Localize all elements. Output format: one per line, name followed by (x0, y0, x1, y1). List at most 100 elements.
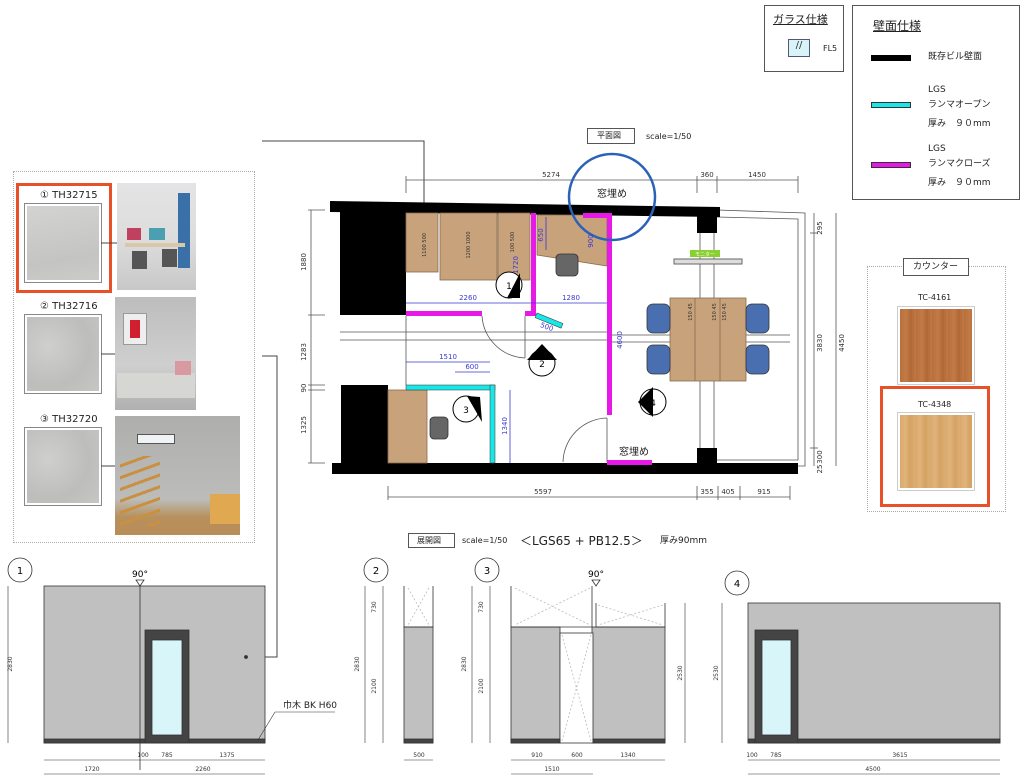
marker-2[interactable]: 2 (539, 360, 545, 370)
dimension-label: 600 (571, 752, 583, 759)
dimension-label: 360 (700, 171, 713, 179)
chairs (429, 253, 770, 440)
elevation-thickness: 厚み90mm (660, 536, 707, 546)
dimension-label: 1510 (439, 353, 457, 361)
dimension-label: 4600 (616, 331, 624, 349)
swatch-label: ③ TH32720 (40, 414, 98, 425)
marker-1[interactable]: 1 (506, 282, 512, 292)
wall-spec-title: 壁面仕様 (873, 19, 922, 33)
dimension-label: 1880 (300, 253, 308, 271)
existing-wall-swatch (871, 55, 911, 61)
section-markers (452, 271, 667, 423)
angle-label-1: 90° (132, 570, 148, 580)
dimension-label: 1283 (300, 343, 308, 361)
dimension-label: 2100 (371, 678, 378, 693)
lgs-close-walls (406, 213, 652, 465)
plan-dimensions: 5274 360 1450 5597 355 405 915 1880 1283… (300, 171, 846, 496)
plan-scale: scale=1/50 (646, 132, 692, 141)
lgs-open-thickness: 厚み ９０mm (928, 119, 991, 129)
living-room-photo (115, 297, 196, 410)
elevation-4-marker: 4 (734, 579, 740, 590)
concrete-swatch-1[interactable] (24, 203, 102, 283)
plan-title: 平面図 (597, 131, 621, 140)
dimension-label: 2830 (461, 656, 468, 671)
elevation-3-marker: 3 (484, 566, 490, 577)
dimension-label: 1200 1000 (466, 231, 472, 258)
lgs-close-label-1: LGS (928, 144, 946, 154)
glass-spec-legend: ガラス仕様 // FL5 (764, 5, 844, 72)
monitor-stand (673, 258, 743, 265)
concrete-swatch-2[interactable] (24, 314, 102, 394)
lgs-close-thickness: 厚み ９０mm (928, 178, 991, 188)
elevation-4 (721, 602, 1001, 775)
existing-wall-label: 既存ビル壁面 (928, 52, 983, 62)
wood-swatch-tc4161[interactable] (897, 306, 975, 385)
counter-title: カウンター (913, 262, 959, 272)
existing-walls (330, 201, 798, 474)
floor-plan (308, 176, 837, 500)
dimension-label: 1375 (219, 752, 234, 759)
dimension-label: 90 (300, 384, 308, 393)
elevation-spec: ＜LGS65 + PB12.5＞ (520, 534, 643, 548)
glass-spec-title: ガラス仕様 (773, 13, 828, 26)
elevation-2-marker: 2 (373, 566, 379, 577)
staircase-photo (115, 416, 240, 535)
elevation-2 (364, 586, 434, 761)
dimension-label: 150 45 (688, 303, 694, 321)
dimension-label: 1720 (84, 766, 99, 773)
dimension-label: 785 (770, 752, 782, 759)
highlight-circle (567, 152, 657, 242)
dimension-label: 910 (531, 752, 543, 759)
dimension-label: 900 (587, 234, 595, 247)
window-fill-label-bottom: 窓埋め (619, 445, 649, 458)
baseboard-label: 巾木 BK H60 (283, 699, 337, 711)
dimension-label: 1340 (620, 752, 635, 759)
dimension-label: 4450 (838, 334, 846, 352)
dimension-label: 150 45 (722, 303, 728, 321)
dimension-label: 1340 (501, 417, 509, 435)
furniture (387, 212, 747, 464)
dimension-label: 2100 (478, 678, 485, 693)
dimension-label: 1510 (544, 766, 559, 773)
dimension-label: 2830 (354, 656, 361, 671)
dimension-label: 355 (700, 488, 713, 496)
dimension-label: 25 (816, 465, 824, 474)
dimension-label: 1100 500 (422, 233, 428, 257)
lgs-open-label-1: LGS (928, 85, 946, 95)
dimension-label: 1280 (562, 294, 580, 302)
dimension-label: 785 (161, 752, 173, 759)
elevation-1 (7, 579, 335, 775)
elevation-markers (7, 557, 750, 596)
plan-title-box: 平面図 (587, 128, 635, 144)
dimension-label: 300 (816, 450, 824, 463)
dimension-label: 5597 (534, 488, 552, 496)
dimension-label: 150 45 (712, 303, 718, 321)
dimension-label: 730 (371, 601, 378, 613)
selected-highlight (16, 183, 112, 293)
wall-spec-legend: 壁面仕様 既存ビル壁面 LGS ランマオープン 厚み ９０mm LGS ランマク… (852, 5, 1020, 200)
dimension-label: 650 (537, 228, 545, 241)
dimension-label: 730 (478, 601, 485, 613)
counter-item-label: TC-4348 (918, 400, 952, 409)
dimension-label: 2530 (713, 665, 720, 680)
marker-3[interactable]: 3 (463, 406, 469, 416)
window-fill-label-top: 窓埋め (597, 187, 627, 200)
swatch-label: ① TH32715 (40, 190, 98, 201)
dimension-label: 2260 (459, 294, 477, 302)
selected-highlight (880, 386, 990, 507)
elevation-title-box: 展開図 (408, 533, 455, 548)
dimension-label: 5274 (542, 171, 560, 179)
elevation-1-marker: 1 (17, 566, 23, 577)
dimension-label: 405 (721, 488, 734, 496)
office-photo (117, 183, 196, 290)
concrete-swatch-3[interactable] (24, 427, 102, 506)
wood-swatch-tc4348[interactable] (897, 412, 975, 491)
dimension-label: 2260 (195, 766, 210, 773)
dimension-label: 3830 (816, 334, 824, 352)
dimension-label: 2530 (677, 665, 684, 680)
desk-labels: 1100 500 1200 1000 100 500 150 45 150 45… (422, 231, 728, 320)
marker-4[interactable]: 4 (650, 399, 656, 409)
dimension-label: 1450 (748, 171, 766, 179)
dimension-label: 1720 (512, 256, 520, 274)
